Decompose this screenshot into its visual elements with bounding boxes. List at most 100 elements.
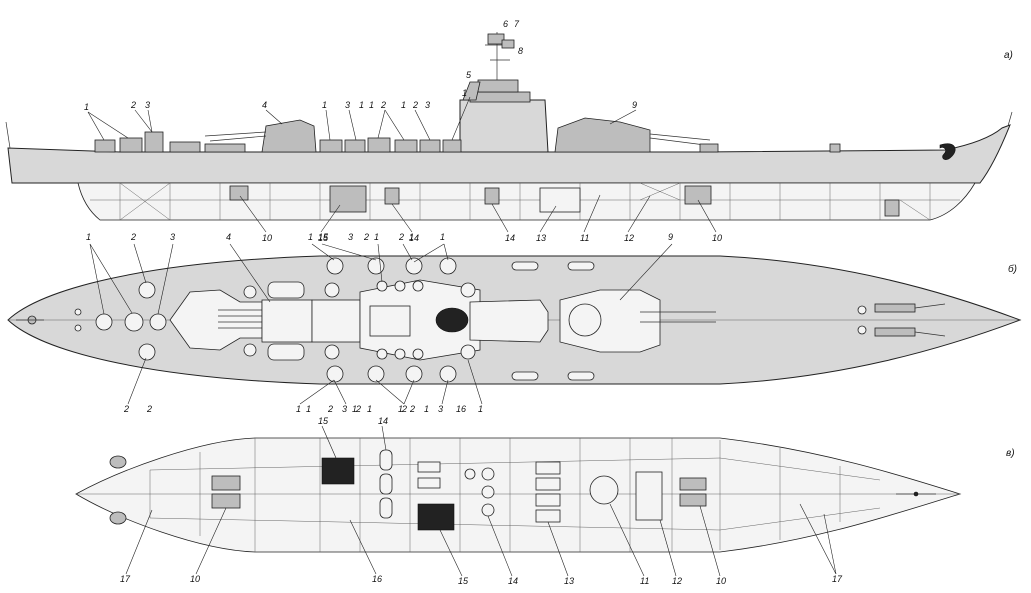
plan-leader-lines (89, 243, 673, 405)
deck-plan-view: б) 1 2 3 4 1 15 3 2 1 2 1 1 2 2 1 3 1 9 … (7, 232, 1022, 414)
deck-bridge-dome (435, 307, 469, 333)
side-label: 4 (262, 100, 267, 110)
side-machinery-1 (329, 185, 367, 213)
hold-label: 11 (640, 576, 649, 586)
plan-label: 4 (226, 232, 231, 242)
plan-label: 1 (409, 232, 414, 242)
side-label: 10 (262, 233, 272, 243)
plan-label: 1 (308, 232, 313, 242)
deck-boat-1 (267, 281, 305, 299)
deck-turret-9-guns (640, 311, 716, 323)
deck-mount (243, 343, 257, 357)
hold-label: 12 (672, 576, 682, 586)
deck-bridge-structure (469, 299, 549, 343)
side-machinery-4 (484, 187, 500, 205)
hold-label: 14 (508, 576, 518, 586)
hold-label: 10 (716, 576, 726, 586)
side-label: 14 (505, 233, 515, 243)
side-machinery-10 (684, 185, 712, 205)
side-label: 11 (580, 233, 589, 243)
deck-house-2 (359, 279, 481, 361)
side-turret-9 (554, 117, 651, 153)
hold-label: 14 (378, 416, 388, 426)
bow-staff (1007, 111, 1013, 127)
plan-label: 1 (478, 404, 483, 414)
stern-staff (5, 121, 11, 149)
deck-stern-fitting (16, 315, 44, 325)
side-label: 1 (462, 88, 467, 98)
side-superstructure (459, 99, 549, 153)
plan-label: 1 (374, 232, 379, 242)
view-c-tag: в) (1006, 448, 1015, 459)
plan-label: 1 (440, 232, 445, 242)
plan-label: 2 (409, 404, 415, 414)
plan-label: 1 (352, 404, 357, 414)
hold-labels: 15 14 17 10 16 15 14 13 11 12 10 17 (120, 416, 843, 586)
side-turret-4 (261, 119, 317, 153)
side-label: 1 (369, 100, 374, 110)
plan-label: 1 (306, 404, 311, 414)
side-mast (485, 32, 515, 80)
deck-turret-4-block (261, 299, 313, 343)
deck-bow-guns (857, 303, 946, 337)
side-machinery-2 (229, 185, 249, 201)
hold-label: 10 (190, 574, 200, 584)
plan-label: 3 (348, 232, 353, 242)
hold-hull (75, 437, 962, 553)
hold-plan-view: в) 15 14 17 10 16 15 14 13 11 12 10 17 (75, 416, 1015, 586)
plan-label: 2 (130, 232, 136, 242)
side-label: 2 (412, 100, 418, 110)
hold-label: 15 (458, 576, 469, 586)
side-turret-9-guns (649, 133, 711, 146)
side-label: 1 (401, 100, 406, 110)
side-label: 7 (514, 19, 520, 29)
side-label: 12 (624, 233, 634, 243)
side-label: 2 (130, 100, 136, 110)
plan-label: 2 (401, 404, 407, 414)
plan-label: 3 (342, 404, 347, 414)
side-labels: 1 2 3 4 1 3 1 1 2 1 2 3 1 5 6 7 8 9 15 1… (84, 19, 722, 243)
deck-boat-2 (267, 343, 305, 361)
side-label: 3 (345, 100, 350, 110)
plan-label: 1 (424, 404, 429, 414)
side-hull-lower (77, 182, 976, 221)
hold-label: 16 (372, 574, 382, 584)
plan-label: 2 (398, 232, 404, 242)
plan-label: 1 (398, 404, 403, 414)
side-bridge (469, 91, 531, 103)
plan-label: 1 (367, 404, 372, 414)
side-label: 14 (409, 233, 419, 243)
side-label: 15 (318, 233, 329, 243)
side-label: 6 (503, 19, 508, 29)
hold-label: 17 (832, 574, 843, 584)
plan-label: 1 (296, 404, 301, 414)
plan-label: 1 (86, 232, 91, 242)
side-compartment-13 (539, 187, 581, 213)
deck-mount (243, 285, 257, 299)
plan-label: 16 (456, 404, 466, 414)
hold-leader-lines (125, 425, 837, 577)
side-label: 5 (466, 70, 472, 80)
side-machinery-3 (384, 187, 400, 205)
side-stack (462, 81, 481, 101)
view-b-tag: б) (1008, 263, 1017, 275)
side-label: 1 (84, 102, 89, 112)
side-label: 10 (712, 233, 722, 243)
plan-label: 2 (355, 404, 361, 414)
side-label: 3 (425, 100, 430, 110)
plan-label: 15 (318, 232, 329, 242)
view-a-tag: а) (1004, 50, 1013, 61)
side-secondary-mounts (94, 131, 841, 153)
side-label: 2 (380, 100, 386, 110)
deck-fittings (74, 308, 82, 332)
hold-label: 15 (318, 416, 329, 426)
side-label: 9 (632, 100, 637, 110)
deck-mounts-left (95, 281, 167, 361)
plan-label: 9 (668, 232, 673, 242)
plan-labels: 1 2 3 4 1 15 3 2 1 2 1 1 2 2 1 3 1 9 1 2… (86, 232, 673, 414)
plan-label: 3 (438, 404, 443, 414)
side-profile-view: а) 1 2 3 4 1 3 1 1 2 1 2 3 1 5 6 7 8 9 1… (5, 19, 1013, 243)
deck-house-3 (369, 305, 411, 337)
side-leader-lines (87, 96, 717, 233)
